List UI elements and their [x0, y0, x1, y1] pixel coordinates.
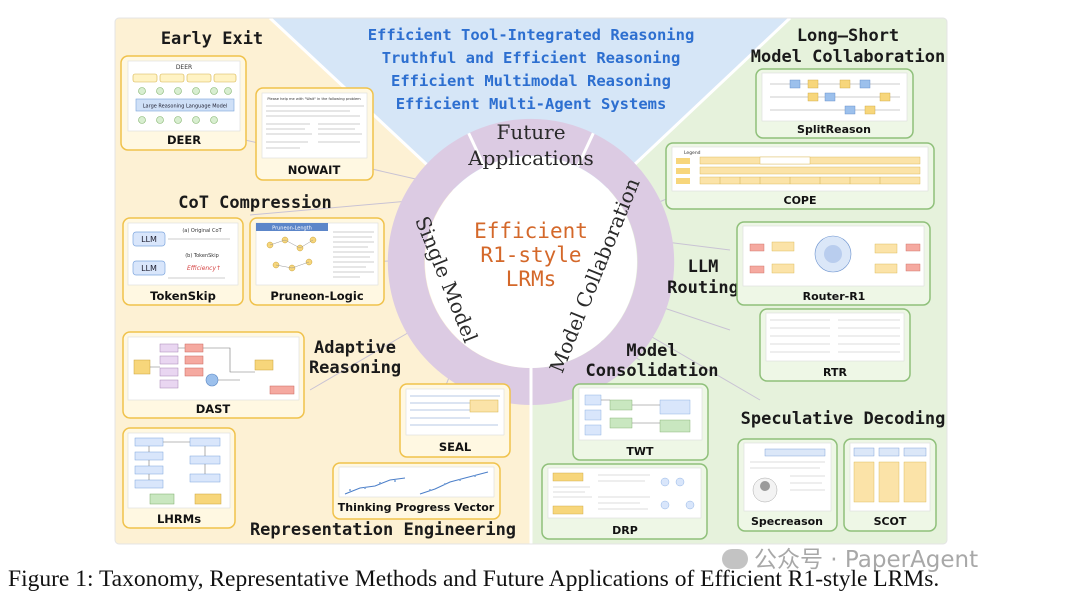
- deer-model-label: Large Reasoning Language Model: [143, 104, 227, 110]
- label-dast: DAST: [196, 402, 231, 416]
- ring-single: [387, 133, 531, 406]
- card-dast: DAST: [122, 331, 305, 419]
- center-line-2: R1-style: [480, 243, 581, 267]
- heading-adaptive-2: Reasoning: [309, 358, 401, 378]
- card-lhrms: LHRMs: [122, 427, 236, 529]
- card-scot: SCOT: [843, 438, 937, 532]
- card-tokenskip: LLM LLM (a) Original CoT (b) TokenSkip E…: [122, 217, 244, 306]
- watermark: 公众号 · PaperAgent: [722, 540, 978, 574]
- center-circle: [425, 156, 637, 368]
- card-pruneon: Pruneon-Length Pruneon-Logic: [249, 217, 385, 306]
- card-seal: SEAL: [399, 383, 511, 458]
- tokenskip-orig: (a) Original CoT: [182, 228, 222, 234]
- label-deer: DEER: [167, 133, 201, 147]
- tokenskip-eff: Efficiency↑: [187, 265, 221, 272]
- label-specreason: Specreason: [751, 515, 823, 528]
- deer-title: DEER: [176, 64, 192, 71]
- future-app-1: Efficient Tool-Integrated Reasoning: [368, 26, 695, 44]
- heading-llm-routing-2: Routing: [667, 278, 739, 298]
- card-drp: DRP: [541, 463, 708, 540]
- card-splitreason: SplitReason: [755, 68, 914, 139]
- card-deer: DEER Large Reasoning Language Model DEER: [120, 55, 247, 151]
- card-specreason: Specreason: [737, 438, 838, 532]
- label-tpv: Thinking Progress Vector: [338, 501, 495, 514]
- heading-llm-routing-1: LLM: [688, 257, 719, 277]
- cope-legend: Legend: [684, 150, 701, 156]
- card-twt: TWT: [572, 383, 709, 461]
- wechat-icon: [722, 549, 748, 569]
- card-rtr: RTR: [759, 308, 911, 382]
- center-line-1: Efficient: [474, 219, 588, 243]
- future-app-4: Efficient Multi-Agent Systems: [396, 95, 667, 113]
- label-cope: COPE: [784, 194, 817, 207]
- future-app-3: Efficient Multimodal Reasoning: [391, 72, 671, 90]
- ring-future: [468, 118, 594, 167]
- heading-consolidation-1: Model: [626, 341, 677, 361]
- future-app-2: Truthful and Efficient Reasoning: [382, 49, 681, 67]
- ring-future-label-1: Future: [496, 120, 565, 144]
- label-seal: SEAL: [439, 440, 472, 454]
- tokenskip-llm-1: LLM: [141, 235, 157, 244]
- center-line-3: LRMs: [506, 267, 557, 291]
- ring-collab: [531, 133, 675, 406]
- heading-adaptive-1: Adaptive: [314, 338, 396, 358]
- heading-early-exit: Early Exit: [161, 29, 263, 49]
- heading-representation-engineering: Representation Engineering: [250, 520, 516, 540]
- nowait-question: Please help me with "Wait" in the follow…: [267, 97, 361, 101]
- figure-caption: Figure 1: Taxonomy, Representative Metho…: [8, 566, 940, 592]
- label-rtr: RTR: [823, 366, 847, 379]
- heading-long-short-1: Long–Short: [797, 26, 899, 46]
- label-lhrms: LHRMs: [157, 512, 201, 526]
- heading-cot-compression: CoT Compression: [178, 193, 332, 213]
- card-cope: Legend COPE: [665, 142, 935, 210]
- label-drp: DRP: [612, 524, 638, 537]
- heading-speculative-decoding: Speculative Decoding: [741, 409, 946, 429]
- label-splitreason: SplitReason: [797, 123, 871, 136]
- label-scot: SCOT: [874, 515, 907, 528]
- pruneon-thumb-title: Pruneon-Length: [272, 226, 312, 232]
- label-tokenskip: TokenSkip: [150, 289, 216, 303]
- tokenskip-llm-2: LLM: [141, 264, 157, 273]
- label-pruneon: Pruneon-Logic: [270, 289, 364, 303]
- heading-long-short-2: Model Collaboration: [751, 47, 945, 67]
- label-router: Router-R1: [803, 290, 866, 303]
- label-nowait: NOWAIT: [288, 163, 341, 177]
- card-router: Router-R1: [736, 221, 931, 306]
- heading-consolidation-2: Consolidation: [585, 361, 718, 381]
- label-twt: TWT: [626, 445, 654, 458]
- ring-future-label-2: Applications: [467, 146, 594, 170]
- card-tpv: Thinking Progress Vector: [332, 462, 501, 520]
- watermark-text: 公众号 · PaperAgent: [754, 547, 979, 573]
- tokenskip-skip: (b) TokenSkip: [185, 253, 219, 259]
- card-nowait: Please help me with "Wait" in the follow…: [255, 87, 374, 181]
